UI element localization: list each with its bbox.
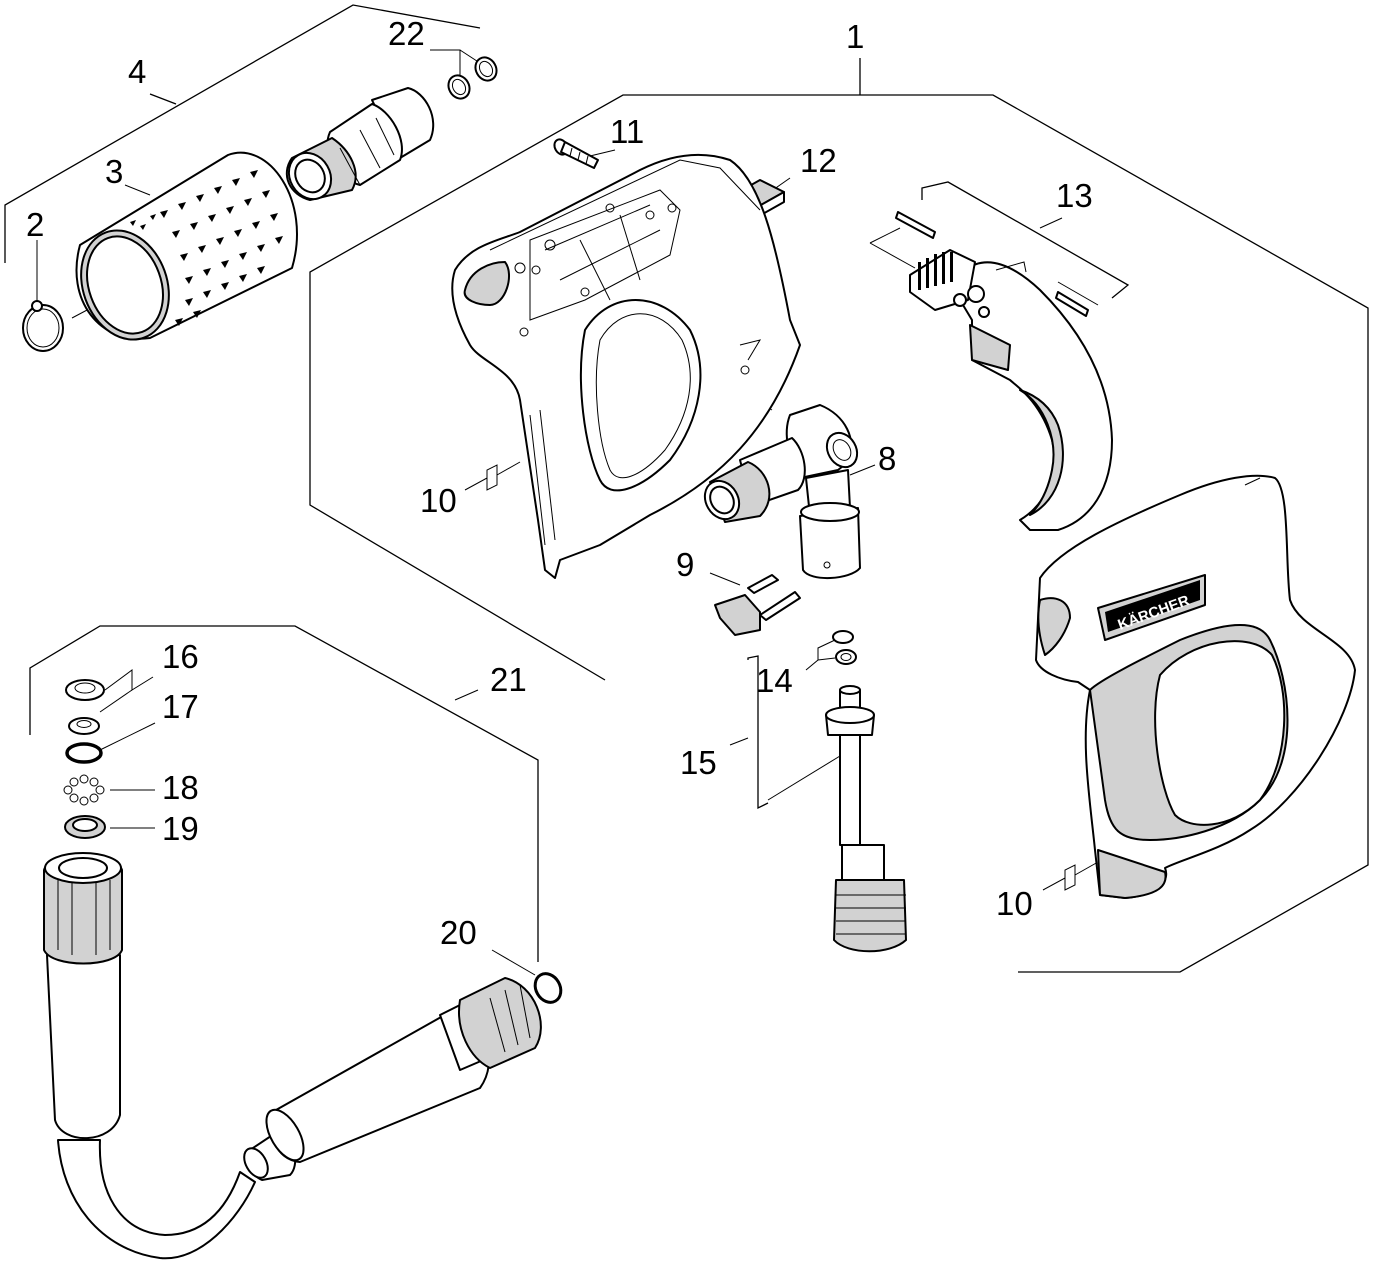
label-21: 21 (490, 661, 527, 698)
label-18: 18 (162, 769, 199, 806)
handle-shell-part-10b: KÄRCHER (1035, 474, 1356, 899)
label-12: 12 (800, 142, 837, 179)
label-13: 13 (1056, 177, 1093, 214)
valve-tube-part-15 (825, 685, 907, 953)
label-4: 4 (128, 53, 146, 90)
label-19: 19 (162, 810, 199, 847)
label-15: 15 (680, 744, 717, 781)
label-1: 1 (846, 18, 864, 55)
circlip-part-2 (22, 300, 64, 352)
o-ring-part-20 (533, 972, 563, 1004)
label-10-outer: 10 (996, 885, 1033, 922)
label-22: 22 (388, 15, 425, 52)
label-8: 8 (878, 440, 896, 477)
o-rings-part-22 (447, 56, 498, 100)
hose-part-21 (43, 852, 542, 1260)
label-20: 20 (440, 914, 477, 951)
handle-shell-part-10a (451, 153, 801, 579)
label-10-inner: 10 (420, 482, 457, 519)
label-11: 11 (610, 113, 644, 150)
trigger-part-13 (895, 211, 1113, 531)
swivel-elbow-part-8 (703, 404, 861, 580)
label-16: 16 (162, 638, 199, 675)
part-number-labels: 1 2 3 4 8 9 10 10 11 12 13 14 15 16 17 1… (26, 15, 1093, 951)
label-9: 9 (676, 546, 694, 583)
screw-part-11 (553, 138, 599, 169)
label-14: 14 (756, 662, 793, 699)
seal-ring-part-14 (832, 630, 857, 665)
pin-clip-part-9 (714, 574, 801, 636)
perforated-sleeve-part-3 (75, 151, 298, 341)
seal-rings-parts-16-19 (63, 679, 106, 839)
label-3: 3 (105, 153, 123, 190)
nozzle-body-part-4 (285, 87, 435, 201)
label-17: 17 (162, 688, 199, 725)
label-2: 2 (26, 206, 44, 243)
